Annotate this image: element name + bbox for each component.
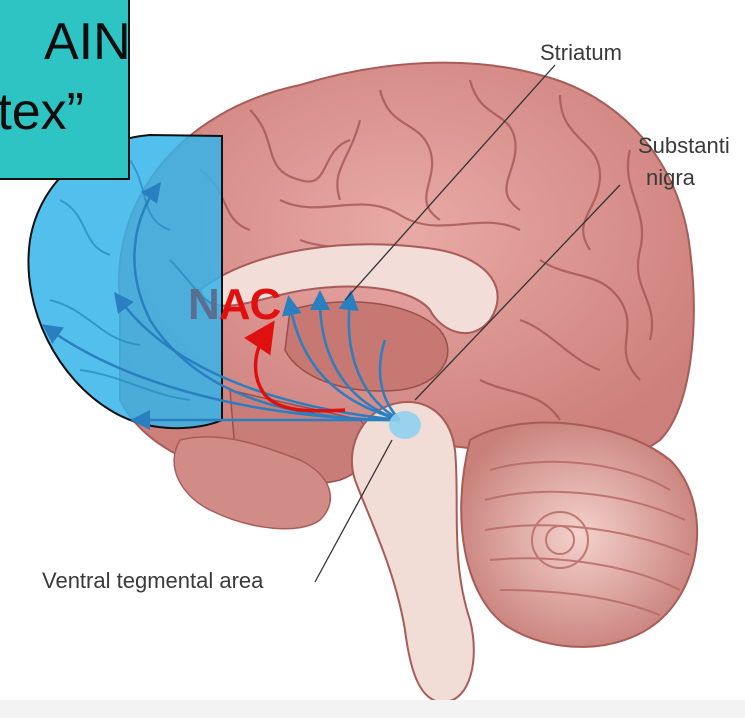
label-substantia: Substanti [638,133,730,159]
nac-label-ac: AC [219,280,281,329]
label-ventral-tegmental-area: Ventral tegmental area [42,568,263,594]
title-line-2: rtex” [0,82,84,142]
title-line-1: AIN [44,12,131,72]
title-box: AIN rtex” [0,0,130,180]
bottom-strip [0,700,745,718]
cerebellum [461,423,697,647]
nac-label-n: N [188,280,219,329]
nac-label: NAC [188,280,280,330]
vta-region [389,411,421,439]
label-nigra: nigra [646,165,695,191]
brainstem [352,402,474,702]
label-striatum: Striatum [540,40,622,66]
